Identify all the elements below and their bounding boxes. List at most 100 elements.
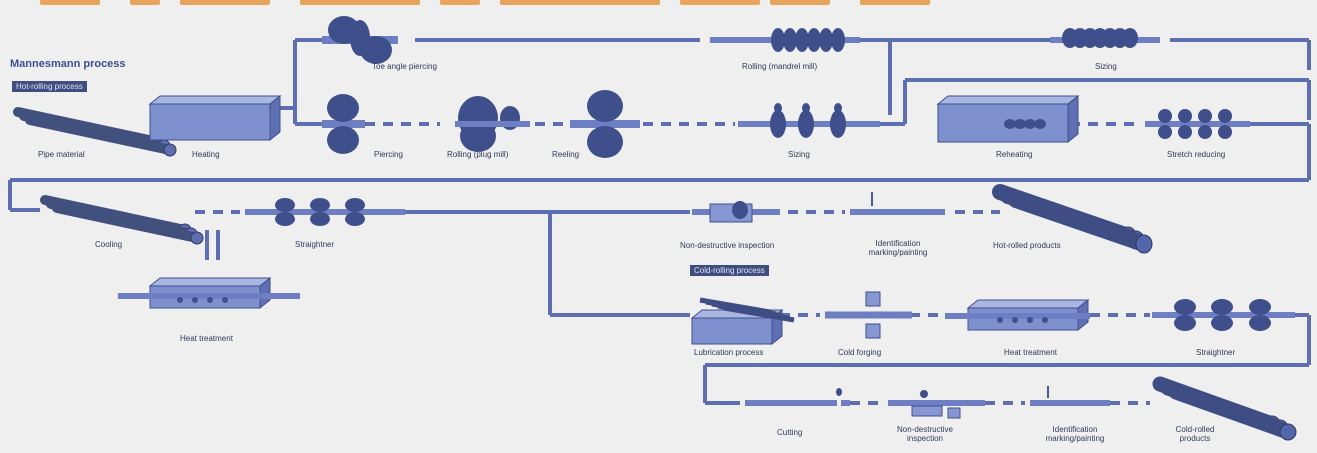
- label-heat-treatment-hot: Heat treatment: [180, 334, 233, 343]
- label-cold-forging: Cold forging: [838, 348, 882, 357]
- reheating-conveyor-roll-2: [1024, 119, 1036, 129]
- straightener-hot-roll-top-0: [275, 198, 295, 212]
- label-straightener-cold: Straightner: [1196, 348, 1236, 357]
- label-cutting: Cutting: [777, 428, 803, 437]
- heat-treatment-hot-dot-0: [177, 297, 183, 303]
- label-marking-cold: Identification marking/painting: [1045, 425, 1105, 443]
- piercing-roll-bottom: [327, 126, 359, 154]
- heat-treatment-cold-dot-3: [1042, 317, 1048, 323]
- title-banner-fragment-7: [770, 0, 830, 5]
- piercing-roll-top: [327, 94, 359, 122]
- heat-treatment-hot-dot-3: [222, 297, 228, 303]
- straightener-cold-roll-bottom-0: [1174, 315, 1196, 331]
- straightener-cold-roll-top-2: [1249, 299, 1271, 315]
- stretch-roll-top-2: [1198, 109, 1212, 123]
- hot-products-end-2: [1135, 234, 1153, 254]
- cold-products-end-2: [1279, 423, 1297, 441]
- mandrel-roll-4: [819, 28, 833, 52]
- reeling-roll-top: [587, 90, 623, 122]
- title-banner-fragment-2: [180, 0, 270, 5]
- reheating-furnace-front: [937, 103, 1069, 143]
- stretch-roll-top-3: [1218, 109, 1232, 123]
- cold-products-pipe-2: [1168, 384, 1296, 440]
- label-hot-rolled-products: Hot-rolled products: [993, 241, 1061, 250]
- ndi-cold-sensor: [920, 390, 928, 398]
- reheating-conveyor-roll-3: [1034, 119, 1046, 129]
- stretch-roll-top-0: [1158, 109, 1172, 123]
- title-banner-fragment-1: [130, 0, 160, 5]
- label-piercing: Piercing: [374, 150, 403, 159]
- title-banner-fragment-5: [500, 0, 660, 5]
- cooling-pipe-2: [52, 203, 202, 243]
- process-title: Mannesmann process: [10, 58, 126, 70]
- cold-forging-die-top: [865, 291, 881, 307]
- mandrel-roll-2: [795, 28, 809, 52]
- label-sizing-top: Sizing: [1095, 62, 1117, 71]
- ndi-cold-box: [947, 407, 961, 419]
- label-rolling-mandrel: Rolling (mandrel mill): [742, 62, 818, 71]
- lubrication-pipe-4: [723, 305, 795, 323]
- straightener-cold-roll-top-0: [1174, 299, 1196, 315]
- heat-treatment-cold-furnace-top: [966, 299, 1090, 309]
- heat-treatment-hot-furnace-top: [148, 277, 272, 287]
- label-ndi-cold: Non-destructive inspection: [896, 425, 954, 443]
- label-heat-treatment-cold: Heat treatment: [1004, 348, 1057, 357]
- hot-rolling-tag: Hot-rolling process: [12, 81, 87, 92]
- cooling-end-2: [190, 231, 204, 245]
- reeling-roll-bottom: [587, 126, 623, 158]
- straightener-cold-roll-bottom-1: [1211, 315, 1233, 331]
- title-banner-fragment-3: [300, 0, 420, 5]
- cold-forging-die-bottom: [865, 323, 881, 339]
- label-cold-rolled-products: Cold-rolled products: [1175, 425, 1215, 443]
- sizing-mid-roll-0: [770, 110, 786, 138]
- heat-treatment-hot-dot-1: [192, 297, 198, 303]
- reheating-furnace-side: [1067, 94, 1079, 144]
- sizing-top-roll-6: [1122, 28, 1138, 48]
- sizing-mid-cap-2: [834, 103, 842, 113]
- heating-furnace-front: [149, 103, 271, 141]
- mandrel-roll-3: [807, 28, 821, 52]
- ndi-cold-base: [911, 405, 943, 417]
- label-cooling: Cooling: [95, 240, 123, 249]
- toe-angle-roll-c: [350, 20, 370, 56]
- cutting-blade: [836, 388, 842, 396]
- stretch-roll-bottom-1: [1178, 125, 1192, 139]
- label-reeling: Reeling: [552, 150, 580, 159]
- label-marking-hot: Identification marking/painting: [868, 239, 928, 257]
- title-banner-fragment-6: [680, 0, 760, 5]
- stretch-roll-bottom-2: [1198, 125, 1212, 139]
- mandrel-roll-1: [783, 28, 797, 52]
- reheating-conveyor-roll-0: [1004, 119, 1016, 129]
- straightener-hot-roll-top-1: [310, 198, 330, 212]
- plug-mill-roll-b: [460, 120, 496, 152]
- label-pipe-material: Pipe material: [38, 150, 85, 159]
- label-lubrication: Lubrication process: [694, 348, 764, 357]
- ndi-hot-sensor: [732, 201, 748, 219]
- label-stretch-reducing: Stretch reducing: [1167, 150, 1226, 159]
- hot-products-pipe-2: [1008, 192, 1152, 252]
- straightener-cold-roll-top-1: [1211, 299, 1233, 315]
- label-reheating: Reheating: [996, 150, 1033, 159]
- straightener-hot-roll-bottom-1: [310, 212, 330, 226]
- stretch-roll-top-1: [1178, 109, 1192, 123]
- cold-rolling-tag: Cold-rolling process: [690, 265, 769, 276]
- label-toe-angle-piercing: Toe angle piercing: [372, 62, 437, 71]
- label-heating: Heating: [192, 150, 220, 159]
- mandrel-roll-0: [771, 28, 785, 52]
- heat-treatment-cold-dot-1: [1012, 317, 1018, 323]
- title-banner-fragment-8: [860, 0, 930, 5]
- straightener-hot-roll-bottom-2: [345, 212, 365, 226]
- reheating-furnace-top: [936, 95, 1080, 105]
- straightener-hot-roll-top-2: [345, 198, 365, 212]
- title-banner-fragment-0: [40, 0, 100, 5]
- label-rolling-plug: Rolling (plug mill): [447, 150, 509, 159]
- lubrication-tank-front: [691, 317, 773, 345]
- stretch-roll-bottom-0: [1158, 125, 1172, 139]
- reheating-conveyor-roll-1: [1014, 119, 1026, 129]
- heat-treatment-hot-dot-2: [207, 297, 213, 303]
- pipe-material-pipe-2: [25, 115, 175, 155]
- heat-treatment-cold-dot-0: [997, 317, 1003, 323]
- label-straightener-hot: Straightner: [295, 240, 335, 249]
